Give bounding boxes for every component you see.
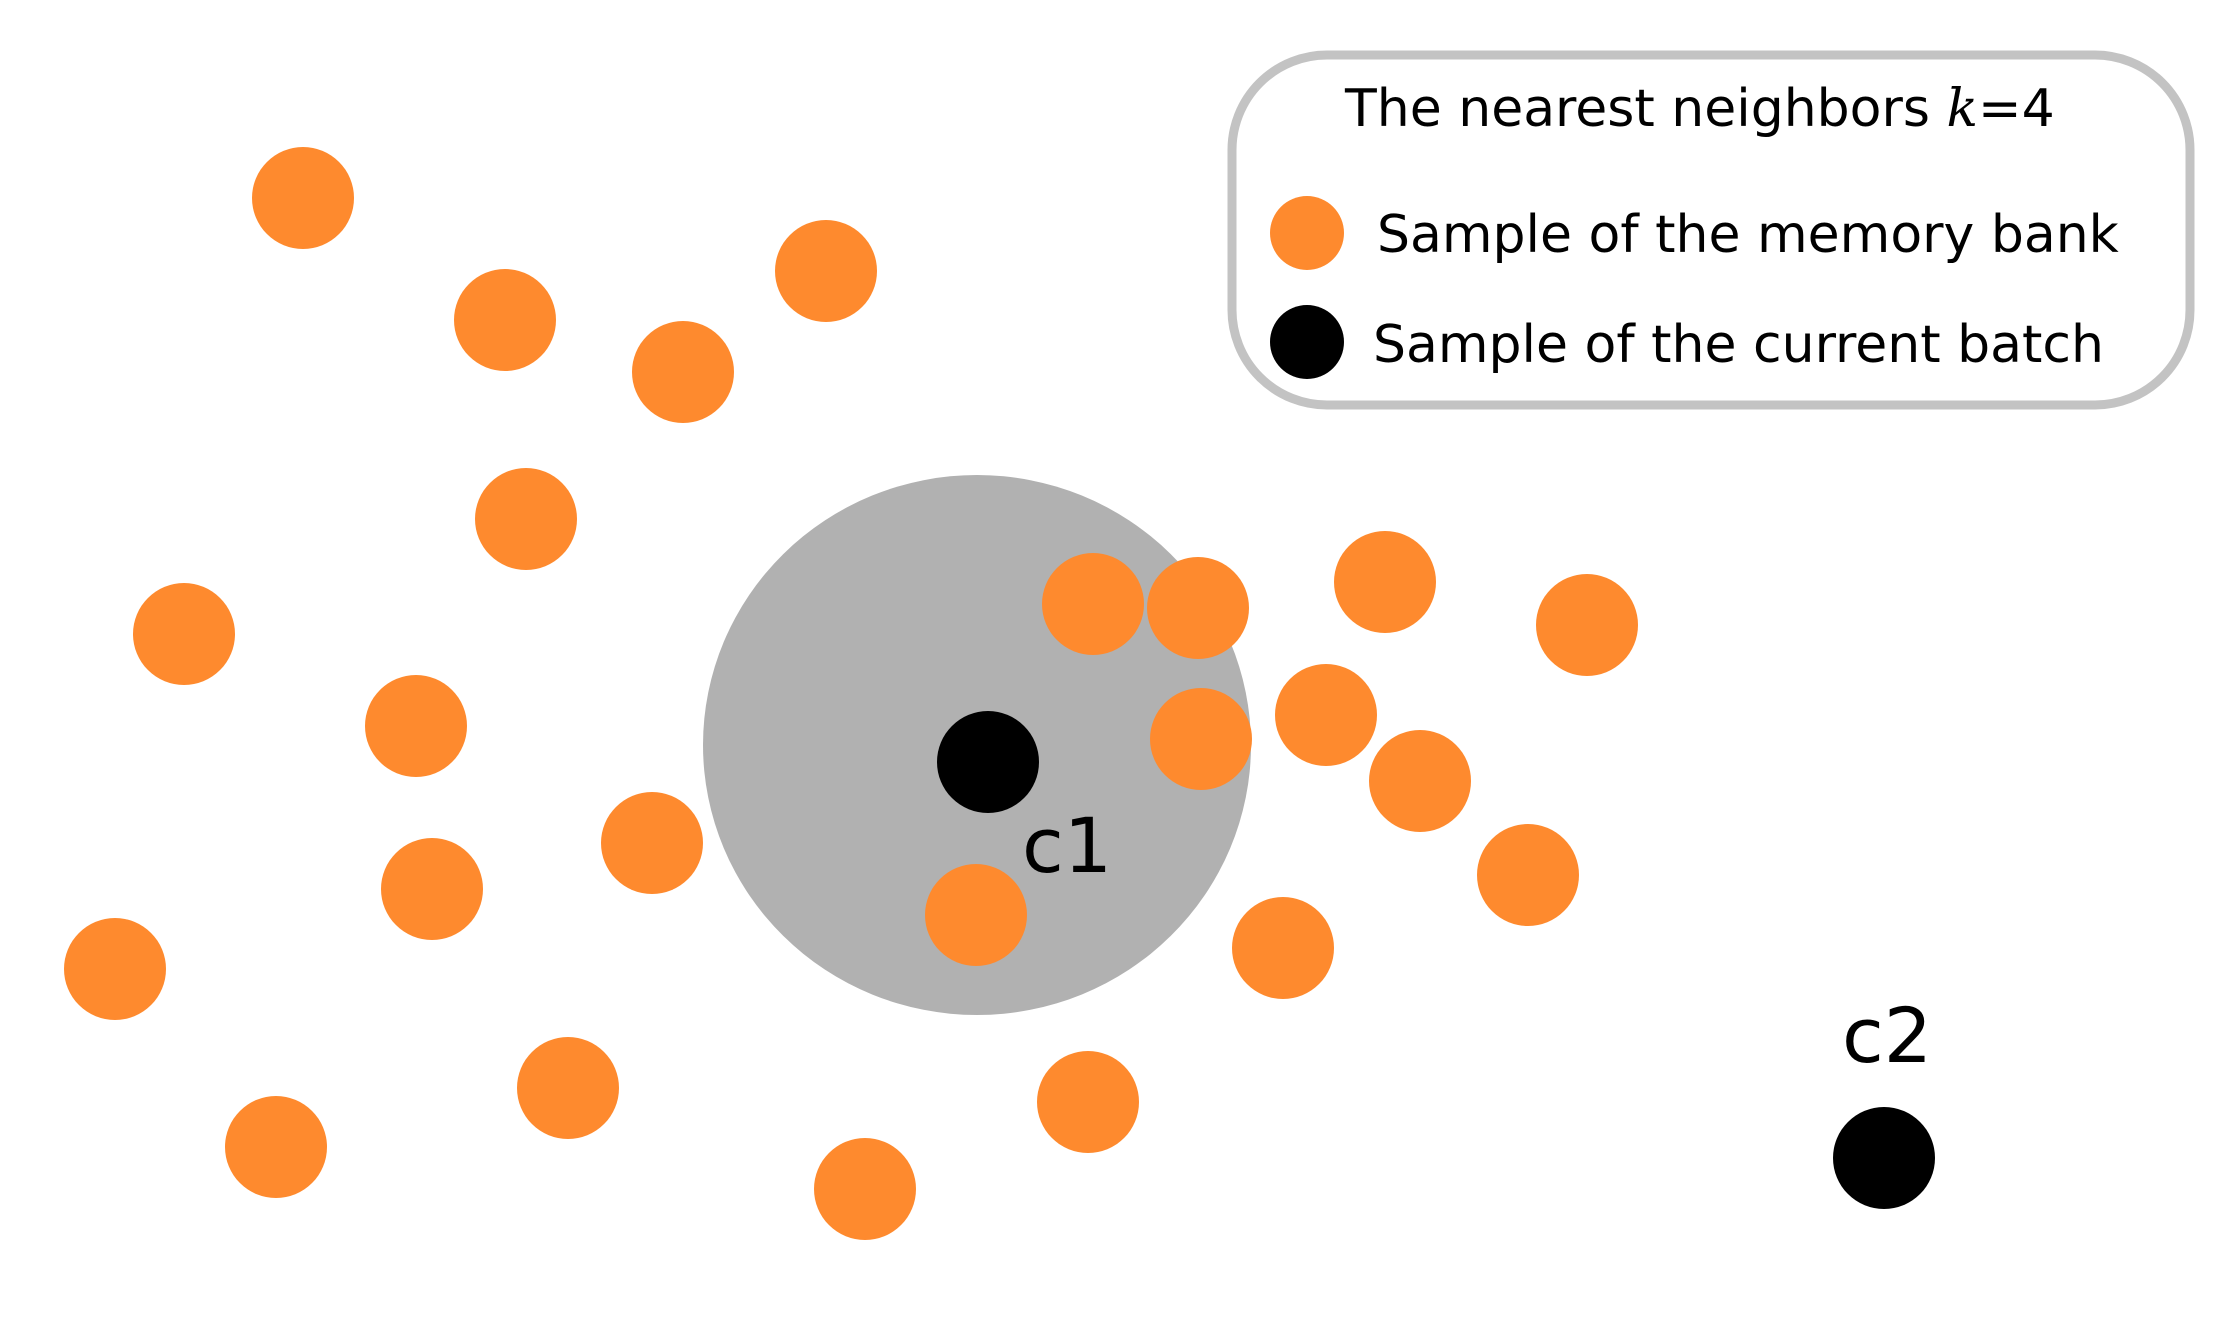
- legend-current-batch-marker: [1270, 305, 1344, 379]
- memory-bank-sample: [133, 583, 235, 685]
- legend-title: The nearest neighbors k=4: [1344, 79, 2055, 139]
- memory-bank-sample: [814, 1138, 916, 1240]
- memory-bank-sample: [775, 220, 877, 322]
- memory-bank-sample: [1275, 664, 1377, 766]
- memory-bank-sample: [1042, 553, 1144, 655]
- memory-bank-sample: [632, 321, 734, 423]
- memory-bank-sample: [1369, 730, 1471, 832]
- legend-memory-bank-marker: [1270, 196, 1344, 270]
- legend-title-prefix: The nearest neighbors: [1344, 79, 1946, 139]
- memory-bank-sample: [601, 792, 703, 894]
- legend-title-suffix: =4: [1978, 79, 2055, 139]
- memory-bank-sample: [381, 838, 483, 940]
- memory-bank-sample: [225, 1096, 327, 1198]
- memory-bank-sample: [1037, 1051, 1139, 1153]
- legend-current-batch-label: Sample of the current batch: [1373, 315, 2104, 375]
- legend: The nearest neighbors k=4 Sample of the …: [1227, 50, 2195, 410]
- memory-bank-sample: [1150, 688, 1252, 790]
- memory-bank-sample: [925, 864, 1027, 966]
- memory-bank-sample: [454, 269, 556, 371]
- memory-bank-sample: [1147, 557, 1249, 659]
- memory-bank-sample: [252, 147, 354, 249]
- memory-bank-sample: [1536, 574, 1638, 676]
- memory-bank-sample: [475, 468, 577, 570]
- memory-bank-sample: [1232, 897, 1334, 999]
- c1-label: c1: [1022, 801, 1112, 890]
- memory-bank-sample: [365, 675, 467, 777]
- memory-bank-sample: [64, 918, 166, 1020]
- memory-bank-sample: [517, 1037, 619, 1139]
- legend-memory-bank-label: Sample of the memory bank: [1377, 205, 2119, 265]
- legend-title-variable: k: [1946, 79, 1978, 139]
- memory-bank-sample: [1334, 531, 1436, 633]
- current-batch-sample-c2: [1833, 1107, 1935, 1209]
- c2-label: c2: [1842, 991, 1932, 1080]
- memory-bank-samples: [64, 147, 1638, 1240]
- memory-bank-sample: [1477, 824, 1579, 926]
- legend-box: [1227, 50, 2195, 410]
- current-batch-sample-c1: [937, 711, 1039, 813]
